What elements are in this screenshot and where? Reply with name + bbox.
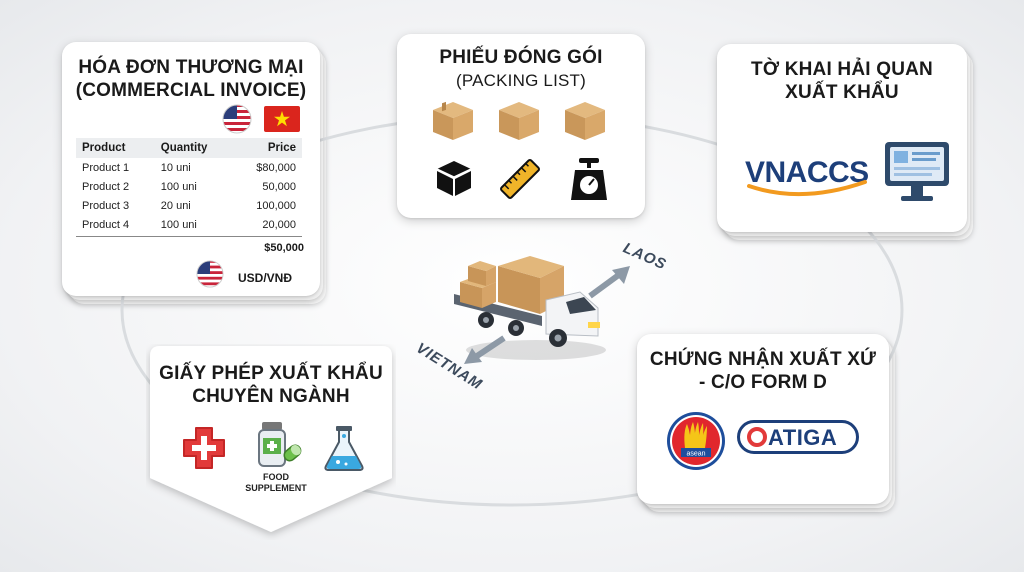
asean-logo-icon: asean [667, 412, 725, 470]
table-row: Product 3 20 uni 100,000 [76, 196, 302, 215]
us-flag-icon [222, 104, 252, 134]
cardboard-box-icon [433, 101, 473, 140]
table-cell: 20 uni [160, 199, 191, 212]
column-header: Product [76, 138, 155, 158]
table-cell: 100 uni [154, 215, 233, 237]
commercial-invoice-card: HÓA ĐƠN THƯƠNG MẠI (COMMERCIAL INVOICE) … [62, 42, 326, 304]
atiga-logo: ATIGA [737, 420, 859, 454]
table-row: Product 4 100 uni 20,000 [76, 215, 302, 237]
table-cell: Product 1 [82, 161, 130, 174]
ruler-icon [500, 159, 540, 199]
lab-flask-icon [324, 426, 364, 471]
invoice-title: HÓA ĐƠN THƯƠNG MẠI [78, 57, 304, 78]
license-title: GIẤY PHÉP XUẤT KHẨU [159, 363, 383, 384]
table-cell: Product 3 [82, 199, 130, 212]
table-cell: $80,000 [256, 161, 296, 174]
supplement-label: SUPPLEMENT [245, 483, 307, 493]
packing-list-card: PHIẾU ĐÓNG GÓI (PACKING LIST) [397, 34, 645, 218]
weighing-scale-icon [571, 158, 607, 200]
invoice-total: $50,000 [264, 242, 304, 254]
vnaccs-swoosh-icon [747, 180, 867, 197]
table-cell: 100,000 [256, 199, 296, 212]
packing-subtitle: (PACKING LIST) [455, 71, 586, 90]
supplement-bottle-icon [258, 422, 302, 467]
computer-monitor-icon [885, 142, 949, 201]
license-subtitle: CHUYÊN NGÀNH [192, 386, 350, 407]
table-cell: 100 uni [160, 180, 197, 193]
customs-subtitle: XUẤT KHẨU [785, 82, 899, 103]
atiga-text: ATIGA [768, 425, 838, 450]
origin-subtitle: - C/O FORM D [699, 372, 827, 393]
arrow-to-laos-icon [588, 266, 630, 299]
asean-text: asean [686, 451, 705, 458]
column-header: Price [232, 138, 302, 158]
origin-title: CHỨNG NHẬN XUẤT XỨ [649, 349, 877, 370]
package-icon [436, 161, 472, 196]
packing-title: PHIẾU ĐÓNG GÓI [439, 47, 603, 68]
table-cell: 10 uni [160, 161, 191, 174]
customs-declaration-card: TỜ KHAI HẢI QUAN XUẤT KHẨU VNACCS [717, 44, 973, 240]
currency-label: USD/VNĐ [237, 271, 292, 285]
delivery-truck-icon [454, 256, 606, 360]
customs-title: TỜ KHAI HẢI QUAN [751, 59, 933, 80]
table-cell: 20,000 [232, 215, 302, 237]
invoice-subtitle: (COMMERCIAL INVOICE) [75, 80, 307, 101]
table-row: Product 2 100 uni 50,000 [76, 177, 302, 196]
cardboard-box-icon [499, 102, 539, 140]
arrow-to-vietnam-icon [464, 335, 506, 364]
table-row: Product 1 10 uni $80,000 [76, 158, 302, 177]
vnaccs-logo: VNACCS [745, 156, 869, 189]
atiga-ring-icon [747, 427, 767, 447]
us-flag-small-icon [196, 260, 224, 288]
food-label: FOOD [263, 472, 289, 482]
medical-cross-icon [183, 427, 225, 469]
table-cell: Product 4 [76, 215, 155, 237]
certificate-of-origin-card: CHỨNG NHẬN XUẤT XỨ - C/O FORM D asean AT… [637, 334, 895, 512]
column-header: Quantity [154, 138, 233, 158]
cardboard-box-icon [565, 102, 605, 140]
table-cell: Product 2 [82, 180, 130, 193]
table-cell: 50,000 [262, 180, 296, 193]
vietnam-flag-icon [264, 106, 300, 132]
invoice-table: Product Quantity Price Product 1 10 uni … [76, 138, 302, 237]
